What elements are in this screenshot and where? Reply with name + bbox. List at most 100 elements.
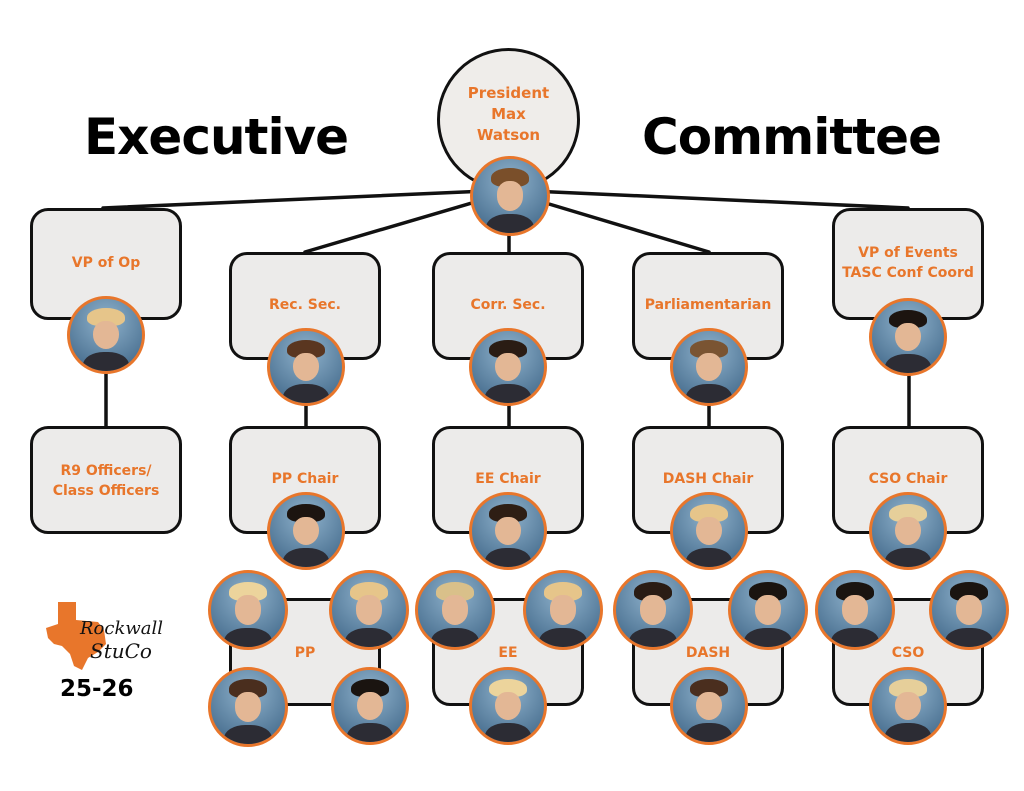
face-shape	[293, 352, 319, 382]
face-shape	[895, 516, 921, 546]
shoulders-shape	[484, 384, 532, 403]
hair-shape	[435, 581, 475, 602]
texas-shape-icon	[46, 602, 106, 670]
label-dash-chair: DASH Chair	[662, 471, 754, 487]
hair-shape	[889, 678, 927, 698]
ee-member-photo-2	[523, 570, 603, 650]
logo-text-line1: Rockwall	[79, 618, 163, 639]
face-shape	[549, 595, 577, 625]
hair-shape	[633, 581, 673, 602]
shoulders-shape	[486, 213, 534, 233]
shoulders-shape	[224, 724, 272, 744]
face-shape	[496, 181, 524, 211]
pp-chair-photo	[267, 492, 345, 570]
box-r9-officers: R9 Officers/ Class Officers	[30, 426, 182, 534]
dash-member-photo-3	[670, 667, 748, 745]
hair-shape	[87, 307, 125, 327]
label-vp-events: VP of Events TASC Conf Coord	[842, 245, 974, 281]
shoulders-shape	[346, 723, 394, 742]
shoulders-shape	[345, 627, 393, 647]
shoulders-shape	[484, 548, 532, 567]
label-rec-sec: Rec. Sec.	[269, 297, 341, 313]
hair-shape	[287, 339, 325, 359]
face-shape	[495, 691, 521, 721]
label-vp-op: VP of Op	[71, 255, 141, 271]
corr-sec-photo	[469, 328, 547, 406]
pp-member-photo-1	[208, 570, 288, 650]
pp-member-photo-2	[329, 570, 409, 650]
label-cso-chair: CSO Chair	[868, 471, 948, 487]
shoulders-shape	[685, 548, 733, 567]
title-executive: Executive	[84, 108, 349, 166]
hair-shape	[489, 678, 527, 698]
face-shape	[495, 352, 521, 382]
face-shape	[895, 691, 921, 721]
shoulders-shape	[884, 723, 932, 742]
dash-member-photo-1	[613, 570, 693, 650]
shoulders-shape	[884, 548, 932, 567]
label-parliamentarian: Parliamentarian	[644, 297, 772, 313]
hair-shape	[889, 503, 927, 523]
face-shape	[495, 516, 521, 546]
face-shape	[754, 595, 782, 625]
shoulders-shape	[831, 627, 879, 647]
dash-member-photo-2	[728, 570, 808, 650]
vp-op-photo	[67, 296, 145, 374]
label-r9-officers: R9 Officers/ Class Officers	[52, 463, 160, 499]
face-shape	[93, 320, 119, 350]
shoulders-shape	[744, 627, 792, 647]
face-shape	[895, 322, 921, 352]
hair-shape	[287, 503, 325, 523]
hair-shape	[228, 678, 268, 699]
face-shape	[357, 691, 383, 721]
hair-shape	[543, 581, 583, 602]
face-shape	[234, 692, 262, 722]
hair-shape	[490, 167, 530, 188]
face-shape	[639, 595, 667, 625]
cso-member-photo-3	[869, 667, 947, 745]
parliamentarian-photo	[670, 328, 748, 406]
face-shape	[355, 595, 383, 625]
hair-shape	[889, 309, 927, 329]
shoulders-shape	[539, 627, 587, 647]
hair-shape	[351, 678, 389, 698]
hair-shape	[690, 678, 728, 698]
hair-shape	[349, 581, 389, 602]
face-shape	[696, 691, 722, 721]
cso-member-photo-2	[929, 570, 1009, 650]
label-ee: EE	[498, 645, 518, 661]
ee-member-photo-1	[415, 570, 495, 650]
ee-chair-photo	[469, 492, 547, 570]
shoulders-shape	[282, 384, 330, 403]
shoulders-shape	[484, 723, 532, 742]
logo-text-line2: StuCo	[90, 639, 152, 663]
hair-shape	[690, 503, 728, 523]
shoulders-shape	[945, 627, 993, 647]
hair-shape	[748, 581, 788, 602]
pp-member-photo-3	[208, 667, 288, 747]
pp-member-photo-4	[331, 667, 409, 745]
ee-member-photo-3	[469, 667, 547, 745]
title-committee: Committee	[642, 108, 942, 166]
shoulders-shape	[685, 384, 733, 403]
label-ee-chair: EE Chair	[475, 471, 541, 487]
label-cso: CSO	[891, 645, 925, 661]
face-shape	[696, 352, 722, 382]
label-pp: PP	[294, 645, 316, 661]
rockwall-stuco-logo: Rockwall StuCo	[46, 602, 163, 670]
hair-shape	[690, 339, 728, 359]
label-corr-sec: Corr. Sec.	[470, 297, 546, 313]
president-label: President Max Watson	[467, 84, 550, 144]
face-shape	[841, 595, 869, 625]
year-label: 25-26	[60, 676, 134, 702]
hair-shape	[489, 339, 527, 359]
shoulders-shape	[282, 548, 330, 567]
rec-sec-photo	[267, 328, 345, 406]
hair-shape	[489, 503, 527, 523]
hair-shape	[949, 581, 989, 602]
shoulders-shape	[82, 352, 130, 371]
cso-member-photo-1	[815, 570, 895, 650]
shoulders-shape	[685, 723, 733, 742]
label-pp-chair: PP Chair	[271, 471, 339, 487]
shoulders-shape	[629, 627, 677, 647]
